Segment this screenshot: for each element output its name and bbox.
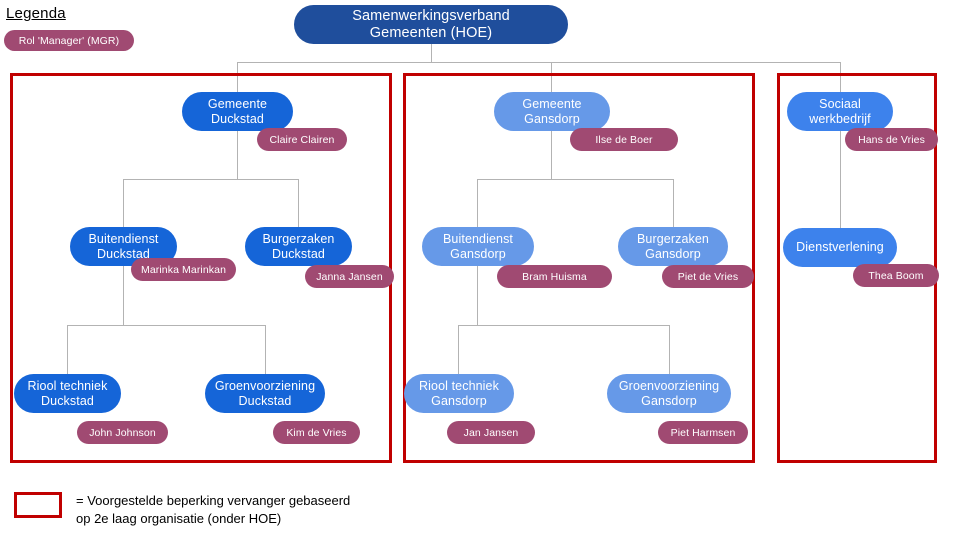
- node-buitendienst-gansdorp[interactable]: Buitendienst Gansdorp: [422, 227, 534, 266]
- badge-buitendienst-gansdorp: Bram Huisma: [497, 265, 612, 288]
- connector-bdd-to-groen: [265, 325, 266, 374]
- badge-buitendienst-duckstad: Marinka Marinkan: [131, 258, 236, 281]
- node-gemeente-duckstad[interactable]: Gemeente Duckstad: [182, 92, 293, 131]
- node-groenvoorziening-duckstad[interactable]: Groenvoorziening Duckstad: [205, 374, 325, 413]
- connector-duckstad-to-buitendienst: [123, 179, 124, 228]
- connector-root-to-gansdorp: [551, 62, 552, 93]
- connector-buitendienst-gansdorp-stem: [477, 265, 478, 326]
- node-label: Gemeente Gansdorp: [522, 97, 582, 126]
- badge-dienstverlening: Thea Boom: [853, 264, 939, 287]
- node-dienstverlening[interactable]: Dienstverlening: [783, 228, 897, 267]
- legend-red-box-swatch: [14, 492, 62, 518]
- connector-buitendienst-duckstad-stem: [123, 265, 124, 326]
- node-label: Burgerzaken Duckstad: [262, 232, 335, 261]
- connector-buitendienst-gansdorp-bus: [458, 325, 670, 326]
- node-riool-techniek-duckstad[interactable]: Riool techniek Duckstad: [14, 374, 121, 413]
- node-label: Samenwerkingsverband Gemeenten (HOE): [352, 7, 510, 41]
- badge-riool-techniek-duckstad: John Johnson: [77, 421, 168, 444]
- node-burgerzaken-gansdorp[interactable]: Burgerzaken Gansdorp: [618, 227, 728, 266]
- connector-gansdorp-bus: [477, 179, 673, 180]
- node-samenwerkingsverband-hoe[interactable]: Samenwerkingsverband Gemeenten (HOE): [294, 5, 568, 44]
- connector-duckstad-to-burgerzaken: [298, 179, 299, 228]
- node-burgerzaken-duckstad[interactable]: Burgerzaken Duckstad: [245, 227, 352, 266]
- node-label: Sociaal werkbedrijf: [809, 97, 871, 126]
- connector-sociaal-to-dienstverlening: [840, 129, 841, 228]
- connector-gansdorp-to-buitendienst: [477, 179, 478, 228]
- connector-buitendienst-duckstad-bus: [67, 325, 266, 326]
- connector-duckstad-bus: [123, 179, 299, 180]
- node-label: Buitendienst Duckstad: [88, 232, 159, 261]
- badge-riool-techniek-gansdorp: Jan Jansen: [447, 421, 535, 444]
- node-label: Burgerzaken Gansdorp: [637, 232, 709, 261]
- node-gemeente-gansdorp[interactable]: Gemeente Gansdorp: [494, 92, 610, 131]
- connector-root-stem: [431, 43, 432, 63]
- connector-gansdorp-to-burgerzaken: [673, 179, 674, 228]
- badge-burgerzaken-gansdorp: Piet de Vries: [662, 265, 754, 288]
- legend-title: Legenda: [6, 5, 66, 22]
- node-label: Buitendienst Gansdorp: [443, 232, 513, 261]
- connector-bdg-to-groen: [669, 325, 670, 374]
- connector-root-to-duckstad: [237, 62, 238, 93]
- connector-duckstad-stem: [237, 129, 238, 180]
- badge-gemeente-duckstad: Claire Clairen: [257, 128, 347, 151]
- connector-root-bus: [237, 62, 841, 63]
- connector-gansdorp-stem: [551, 129, 552, 180]
- node-sociaal-werkbedrijf[interactable]: Sociaal werkbedrijf: [787, 92, 893, 131]
- node-label: Gemeente Duckstad: [207, 97, 268, 126]
- legend-role-badge: Rol 'Manager' (MGR): [4, 30, 134, 51]
- connector-root-to-sociaal: [840, 62, 841, 93]
- node-label: Riool techniek Gansdorp: [419, 379, 499, 408]
- legend-note-text: = Voorgestelde beperking vervanger gebas…: [76, 493, 351, 526]
- badge-burgerzaken-duckstad: Janna Jansen: [305, 265, 394, 288]
- node-label: Dienstverlening: [796, 240, 884, 255]
- node-riool-techniek-gansdorp[interactable]: Riool techniek Gansdorp: [404, 374, 514, 413]
- badge-groenvoorziening-duckstad: Kim de Vries: [273, 421, 360, 444]
- badge-gemeente-gansdorp: Ilse de Boer: [570, 128, 678, 151]
- connector-bdd-to-riool: [67, 325, 68, 374]
- node-groenvoorziening-gansdorp[interactable]: Groenvoorziening Gansdorp: [607, 374, 731, 413]
- node-label: Groenvoorziening Duckstad: [214, 379, 316, 408]
- connector-bdg-to-riool: [458, 325, 459, 374]
- badge-sociaal-werkbedrijf: Hans de Vries: [845, 128, 938, 151]
- badge-groenvoorziening-gansdorp: Piet Harmsen: [658, 421, 748, 444]
- node-label: Riool techniek Duckstad: [27, 379, 108, 408]
- group-box-gansdorp: [403, 73, 755, 463]
- node-label: Groenvoorziening Gansdorp: [618, 379, 720, 408]
